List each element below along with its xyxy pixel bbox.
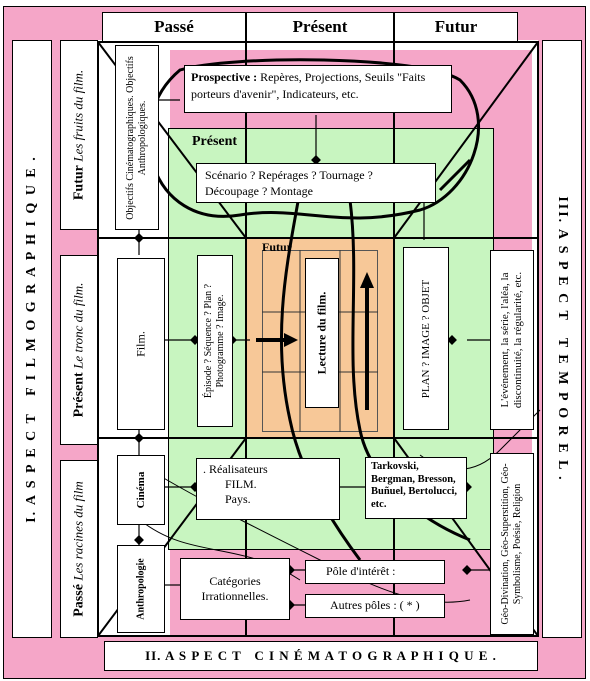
cinema-box-text: Cinéma: [135, 471, 147, 509]
directors-line1: . Réalisateurs: [203, 462, 268, 476]
categories-box: Catégories Irrationnelles.: [180, 558, 290, 620]
prospective-box: Prospective : Repères, Projections, Seui…: [184, 65, 452, 113]
sequence-box: Épisode ? Séquence ? Plan ? Photogramme …: [197, 255, 233, 427]
left-present-box: Présent Le tronc du film.: [60, 255, 98, 445]
directors-line3: Pays.: [225, 492, 251, 506]
objectives-box: Objectifs Cinématographiques. Objectifs …: [115, 45, 159, 230]
right-axis-title: III. A S P E C T T E M P O R E L .: [555, 196, 570, 482]
bottom-axis-title: II. A S P E C T C I N É M A T O G R A P …: [145, 648, 497, 663]
scenario-box: Scénario ? Repérages ? Tournage ? Découp…: [196, 163, 436, 203]
other-poles-box: Autres pôles : ( * ): [305, 594, 445, 618]
reading-box-text: Lecture du film.: [314, 291, 329, 375]
header-future-label: Futur: [434, 17, 478, 36]
geo-box: Géo-Divination, Géo-Superstition, Géo-Sy…: [490, 453, 534, 635]
scenario-line1: Scénario ? Repérages ? Tournage ?: [205, 168, 373, 182]
reading-box: Lecture du film.: [305, 258, 339, 408]
directors-line2: FILM.: [225, 477, 257, 491]
left-present-bold: Présent: [71, 372, 87, 418]
geo-box-text: Géo-Divination, Géo-Superstition, Géo-Sy…: [500, 463, 523, 625]
pole-interest-box: Pôle d'intérêt :: [305, 560, 445, 584]
film-box-text: Film.: [133, 331, 148, 357]
anthropology-box-text: Anthropologie: [135, 558, 147, 620]
header-present: Présent: [246, 12, 394, 42]
pole-interest-text: Pôle d'intérêt :: [326, 564, 396, 578]
names-box: Tarkovski, Bergman, Bresson, Buñuel, Ber…: [365, 457, 467, 519]
names-text: Tarkovski, Bergman, Bresson, Buñuel, Ber…: [371, 461, 458, 510]
other-poles-text: Autres pôles : ( * ): [330, 598, 420, 612]
header-present-label: Présent: [292, 17, 348, 36]
prospective-text: Repères, Projections, Seuils "Faits port…: [191, 70, 426, 101]
anthropology-box: Anthropologie: [117, 545, 165, 633]
left-future-italic: Les fruits du film.: [70, 69, 86, 162]
header-past-label: Passé: [154, 17, 194, 36]
present-zone-title: Présent: [192, 134, 238, 149]
bottom-axis-title-box: II. A S P E C T C I N É M A T O G R A P …: [104, 641, 538, 671]
header-future: Futur: [394, 12, 518, 42]
left-present-italic: Le tronc du film.: [70, 282, 86, 369]
header-past: Passé: [102, 12, 246, 42]
left-future-bold: Futur: [71, 165, 87, 201]
object-box-text: PLAN ? IMAGE ? OBJET: [420, 279, 432, 398]
categories-text: Catégories Irrationnelles.: [201, 574, 269, 603]
film-box: Film.: [117, 258, 165, 430]
sequence-box-text: Épisode ? Séquence ? Plan ? Photogramme …: [203, 283, 226, 399]
left-past-box: Passé Les racines du film: [60, 460, 98, 638]
objectives-text: Objectifs Cinématographiques. Objectifs …: [125, 55, 148, 220]
left-future-box: Futur Les fruits du film.: [60, 40, 98, 230]
left-past-italic: Les racines du film: [70, 481, 86, 581]
future-zone-title: Futur: [262, 240, 292, 254]
left-axis-title-box: I. A S P E C T F I L M O G R A P H I Q U…: [12, 40, 52, 638]
temporal-box: L'événement, la série, l'aléa, la discon…: [490, 250, 534, 430]
cinema-box: Cinéma: [117, 455, 165, 525]
prospective-label: Prospective :: [191, 70, 258, 84]
directors-box: . Réalisateurs FILM. Pays.: [196, 458, 340, 520]
right-axis-title-box: III. A S P E C T T E M P O R E L .: [542, 40, 582, 638]
left-axis-title: I. A S P E C T F I L M O G R A P H I Q U…: [24, 155, 39, 523]
object-box: PLAN ? IMAGE ? OBJET: [403, 247, 449, 430]
scenario-line2: Découpage ? Montage: [205, 184, 313, 198]
temporal-box-text: L'événement, la série, l'aléa, la discon…: [499, 271, 524, 409]
left-past-bold: Passé: [71, 584, 87, 617]
